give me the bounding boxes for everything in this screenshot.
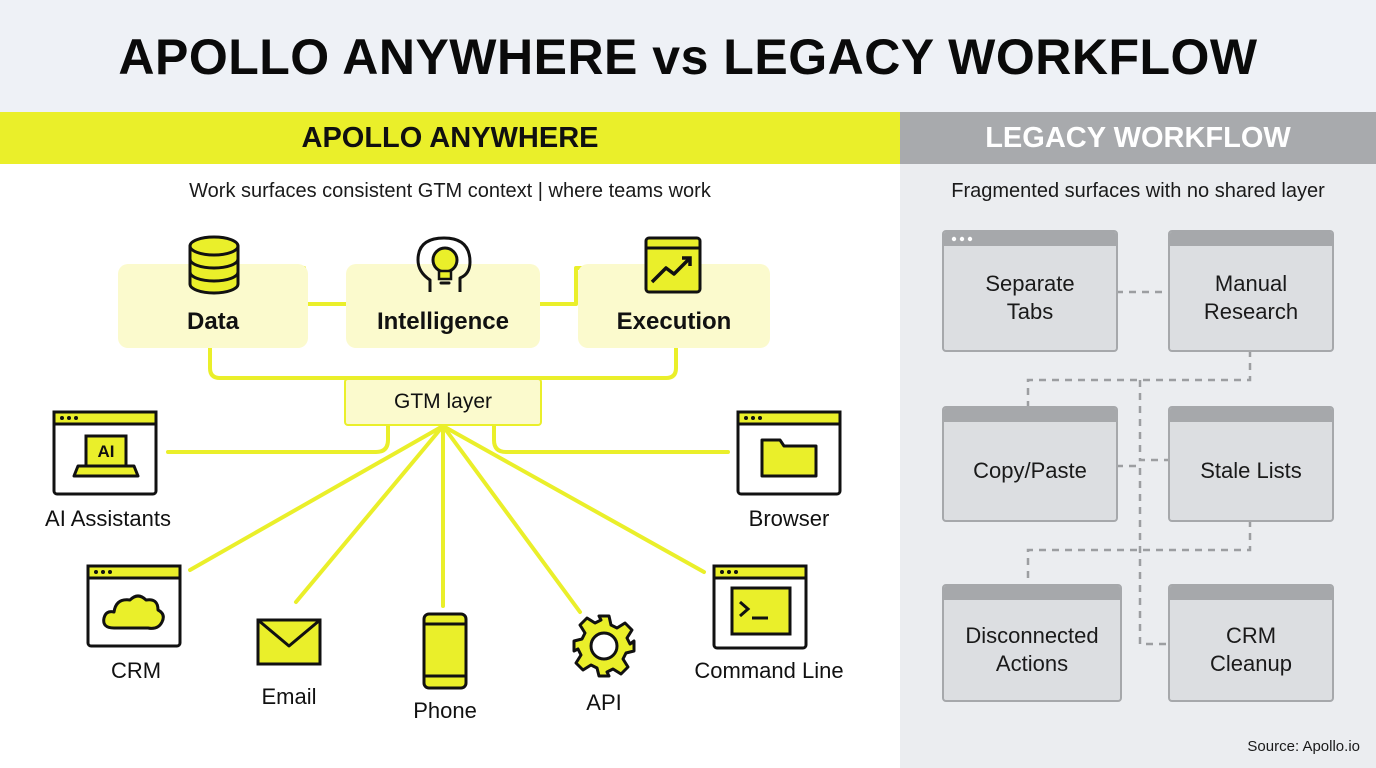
legacy-card-stale-lists: Stale Lists (1168, 406, 1334, 522)
legacy-workflow-header: LEGACY WORKFLOW (900, 112, 1376, 164)
apollo-connector-lines (166, 266, 730, 614)
data-layer-label: Data (186, 308, 240, 335)
ai-laptop-window-icon: AI (52, 410, 158, 496)
card-label: Manual Research (1203, 271, 1299, 324)
card-label: Separate Tabs (985, 271, 1075, 324)
card-title-bar (944, 408, 1116, 422)
window-dots-icon (951, 236, 973, 242)
legacy-card-crm-cleanup: CRM Cleanup (1168, 584, 1334, 702)
email-label: Email (261, 684, 317, 709)
intelligence-layer-label: Intelligence (376, 308, 510, 335)
card-label: Copy/Paste (973, 458, 1087, 483)
card-label: Disconnected Actions (965, 623, 1099, 676)
page-title: APOLLO ANYWHERE vs LEGACY WORKFLOW (118, 29, 1258, 85)
ai-icon-text: AI (98, 442, 115, 461)
legacy-card-copy-paste: Copy/Paste (942, 406, 1118, 522)
api-label: API (586, 690, 622, 715)
gtm-to-email-link (294, 424, 445, 604)
envelope-icon (256, 618, 322, 666)
gtm-to-ai-assistants-link (166, 424, 390, 454)
title-band (0, 0, 1376, 112)
card-label: CRM Cleanup (1210, 623, 1292, 676)
trend-chart-icon (644, 236, 702, 294)
card-title-bar (1170, 586, 1332, 600)
gtm-to-browser-link (492, 424, 730, 454)
research-copy-dash (1026, 350, 1252, 406)
gtm-to-crm-link (188, 424, 445, 572)
intelligence-execution-link (536, 266, 584, 306)
source-note: Source: Apollo.io (1247, 738, 1360, 755)
gear-icon (572, 614, 636, 678)
phone-icon (422, 612, 468, 690)
card-title-bar (944, 232, 1116, 246)
gtm-to-api-link (441, 424, 582, 614)
legacy-dashed-lines (1026, 290, 1252, 646)
stale-disconnected-dash (1026, 520, 1252, 584)
execution-layer-label: Execution (616, 308, 732, 335)
gtm-layer-hub: GTM layer (344, 378, 542, 426)
ai-assistants-label: AI Assistants (45, 506, 171, 531)
research-stale-dash (1138, 380, 1168, 462)
card-label: Stale Lists (1200, 458, 1302, 483)
folder-window-icon (736, 410, 842, 496)
database-icon (188, 235, 240, 295)
apollo-anywhere-header: APOLLO ANYWHERE (0, 112, 900, 164)
legacy-workflow-subtitle: Fragmented surfaces with no shared layer (951, 180, 1325, 202)
apollo-anywhere-subtitle: Work surfaces consistent GTM context | w… (189, 180, 711, 202)
browser-label: Browser (748, 506, 830, 531)
terminal-window-icon (712, 564, 808, 650)
copy-cleanup-dash (1116, 464, 1168, 646)
gtm-to-command-line-link (441, 424, 706, 574)
lightbulb-head-icon (416, 236, 472, 292)
phone-label: Phone (413, 698, 477, 723)
legacy-card-separate-tabs: Separate Tabs (942, 230, 1118, 352)
layers-to-gtm-bracket (208, 344, 678, 380)
legacy-card-manual-research: Manual Research (1168, 230, 1334, 352)
cloud-window-icon (86, 564, 182, 648)
card-title-bar (1170, 408, 1332, 422)
legacy-card-disconnected-actions: Disconnected Actions (942, 584, 1122, 702)
command-line-label: Command Line (694, 658, 844, 683)
card-title-bar (944, 586, 1120, 600)
card-title-bar (1170, 232, 1332, 246)
crm-label: CRM (110, 658, 162, 683)
